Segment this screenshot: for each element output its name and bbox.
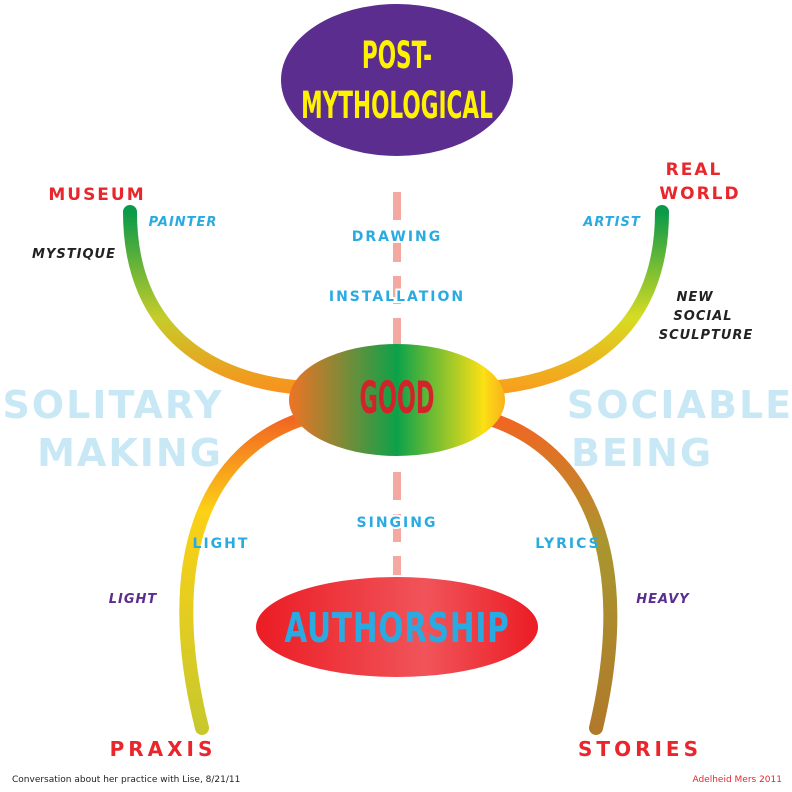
social-label: SOCIAL: [673, 309, 732, 324]
light-blue-label: LIGHT: [193, 536, 250, 552]
being-label: BEING: [571, 431, 713, 475]
new-label: NEW: [676, 290, 713, 305]
real-label: REAL: [666, 160, 723, 180]
footer-caption: Conversation about her practice with Lis…: [12, 775, 240, 785]
branch-real-world: [480, 205, 669, 395]
world-label: WORLD: [659, 184, 740, 204]
stories-label: STORIES: [578, 737, 702, 761]
good-node: [289, 344, 505, 456]
artist-label: ARTIST: [582, 215, 641, 230]
making-label: MAKING: [37, 431, 223, 475]
installation-label: INSTALLATION: [329, 289, 465, 305]
lyrics-label: LYRICS: [535, 536, 600, 552]
singing-label: SINGING: [357, 515, 438, 531]
praxis-label: PRAXIS: [110, 737, 217, 761]
solitary-label: SOLITARY: [2, 383, 223, 427]
drawing-label: DRAWING: [352, 229, 442, 245]
branch-praxis: [179, 411, 312, 735]
authorship-label: AUTHORSHIP: [284, 605, 509, 652]
heavy-label: HEAVY: [636, 592, 690, 607]
post-mythological-node: [281, 4, 513, 156]
branch-stories: [480, 411, 618, 735]
light-purple-label: LIGHT: [109, 592, 158, 607]
sculpture-label: SCULPTURE: [659, 328, 754, 343]
mystique-label: MYSTIQUE: [32, 247, 116, 262]
museum-label: MUSEUM: [48, 185, 145, 205]
authorship-node: [256, 577, 538, 677]
footer-credit: Adelheid Mers 2011: [692, 775, 782, 785]
painter-label: PAINTER: [149, 215, 218, 230]
top-node-line2: MYTHOLOGICAL: [301, 85, 493, 128]
top-node-line1: POST-: [362, 35, 432, 78]
good-label: GOOD: [359, 373, 434, 425]
branch-museum: [123, 205, 312, 395]
sociable-label: SOCIABLE: [567, 383, 792, 427]
